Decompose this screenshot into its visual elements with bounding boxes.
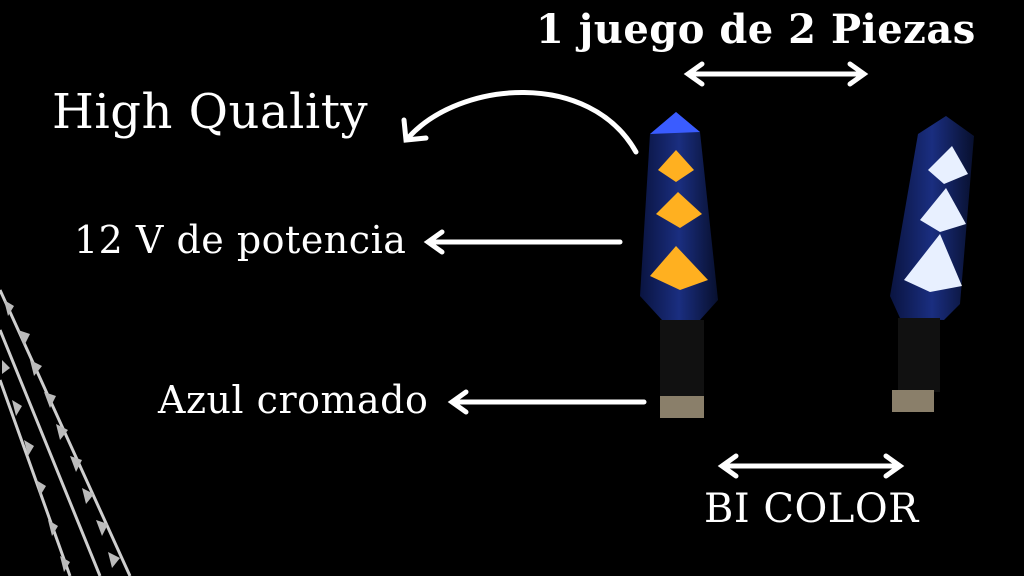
- double-arrow-bottom: [717, 453, 905, 479]
- bicolor-label: BI COLOR: [704, 486, 919, 532]
- curved-arrow: [405, 90, 639, 155]
- voltage-label: 12 V de potencia: [74, 218, 407, 262]
- arrow-color: [447, 389, 647, 415]
- color-label: Azul cromado: [158, 378, 429, 422]
- arrow-voltage: [423, 229, 623, 255]
- double-arrow-top: [683, 61, 869, 87]
- set-label: 1 juego de 2 Piezas: [536, 6, 976, 53]
- quality-label: High Quality: [52, 84, 369, 140]
